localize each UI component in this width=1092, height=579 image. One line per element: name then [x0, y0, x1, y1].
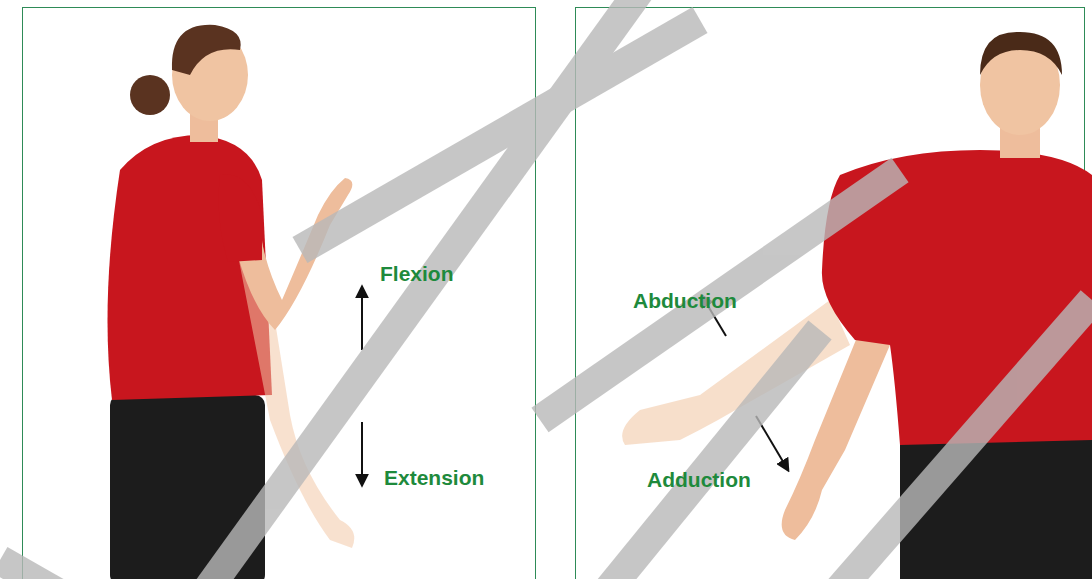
motion-arrow: [361, 287, 363, 350]
sleeve: [219, 175, 262, 263]
movement-label: Abduction: [633, 289, 737, 313]
motion-arrow: [361, 422, 363, 485]
movement-label: Flexion: [380, 262, 454, 286]
person-side: [108, 25, 363, 579]
hair-bun: [130, 75, 170, 115]
movement-label: Adduction: [647, 468, 751, 492]
hair: [172, 25, 241, 75]
hair: [980, 32, 1062, 75]
movement-label: Extension: [384, 466, 484, 490]
